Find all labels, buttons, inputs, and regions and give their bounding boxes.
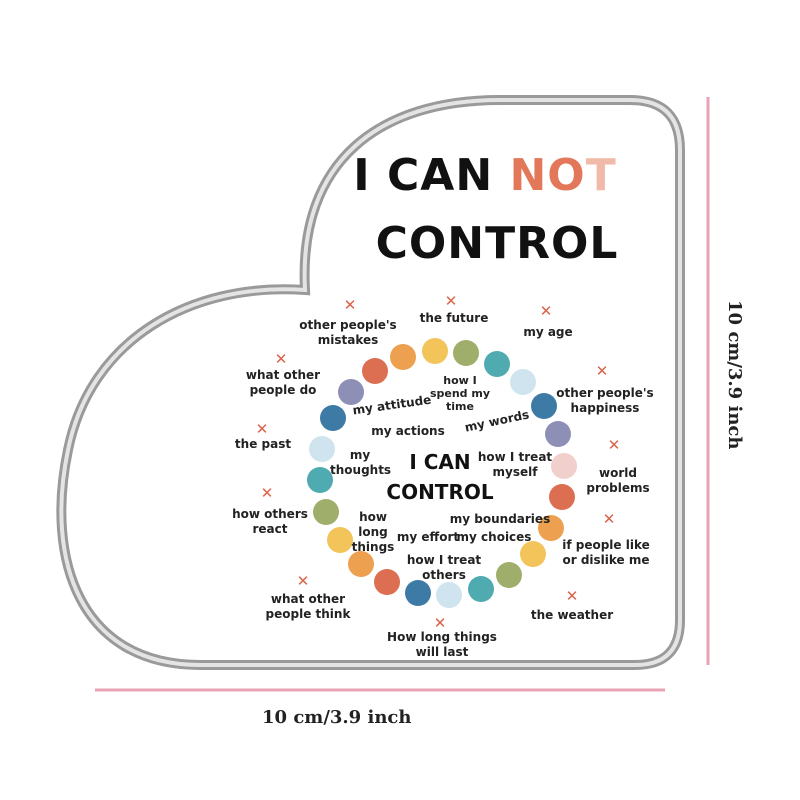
color-dot — [319, 405, 346, 432]
cannot-item: how others react — [232, 507, 308, 536]
x-mark: ✕ — [602, 510, 616, 528]
cannot-item: my age — [523, 325, 573, 339]
height-dimension-label: 10 cm/3.9 inch — [724, 300, 745, 450]
color-dot — [548, 484, 575, 511]
color-dot — [538, 514, 565, 541]
title-line-1: I CAN NOT — [353, 150, 617, 201]
cannot-item: if people like or dislike me — [562, 538, 650, 567]
x-mark: ✕ — [565, 587, 579, 605]
cannot-item: How long things will last — [387, 630, 497, 659]
can-item: how long things — [351, 510, 395, 554]
can-item: my choices — [456, 530, 532, 544]
color-dot — [348, 551, 375, 578]
color-dot — [520, 540, 547, 567]
center-label-2: CONTROL — [386, 480, 494, 504]
color-dot — [313, 498, 340, 525]
cannot-item: world problems — [586, 466, 650, 495]
color-dot — [544, 421, 571, 448]
cannot-item: the weather — [530, 608, 614, 622]
color-dot — [436, 581, 463, 608]
x-mark: ✕ — [296, 572, 310, 590]
x-mark: ✕ — [444, 292, 458, 310]
cannot-item: other people's mistakes — [299, 318, 397, 347]
x-mark: ✕ — [274, 350, 288, 368]
color-dot — [307, 467, 334, 494]
color-dot — [496, 561, 523, 588]
can-item: my actions — [371, 424, 445, 438]
x-mark: ✕ — [433, 614, 447, 632]
cannot-item: other people's happiness — [556, 386, 654, 415]
width-dimension-label: 10 cm/3.9 inch — [262, 707, 412, 728]
x-mark: ✕ — [255, 420, 269, 438]
color-dot — [361, 358, 388, 385]
color-dot — [404, 579, 431, 606]
title-line-2: CONTROL — [375, 218, 619, 269]
color-dot — [421, 338, 448, 365]
cannot-item: what other people think — [265, 592, 351, 621]
can-item: my boundaries — [449, 512, 551, 526]
color-dot — [550, 452, 577, 479]
can-item: how I treat others — [406, 553, 482, 582]
x-mark: ✕ — [260, 484, 274, 502]
color-dot — [337, 379, 364, 406]
cannot-item: the past — [234, 437, 292, 451]
x-mark: ✕ — [607, 436, 621, 454]
can-item: my thoughts — [330, 448, 392, 477]
color-dot — [453, 340, 480, 367]
center-label-1: I CAN — [409, 450, 471, 474]
color-dot — [374, 569, 401, 596]
can-item: my effort — [396, 530, 460, 544]
color-dot — [467, 575, 494, 602]
x-mark: ✕ — [343, 296, 357, 314]
can-item: how I spend my time — [429, 374, 491, 413]
color-dot — [309, 435, 336, 462]
x-mark: ✕ — [539, 302, 553, 320]
color-dot — [390, 344, 417, 371]
color-dot — [327, 527, 354, 554]
color-dot — [530, 392, 557, 419]
x-mark: ✕ — [595, 362, 609, 380]
cannot-item: the future — [419, 311, 489, 325]
cannot-item: what other people do — [245, 368, 321, 397]
color-dot — [509, 368, 536, 395]
can-item: how I treat myself — [477, 450, 553, 479]
color-dot — [483, 350, 510, 377]
